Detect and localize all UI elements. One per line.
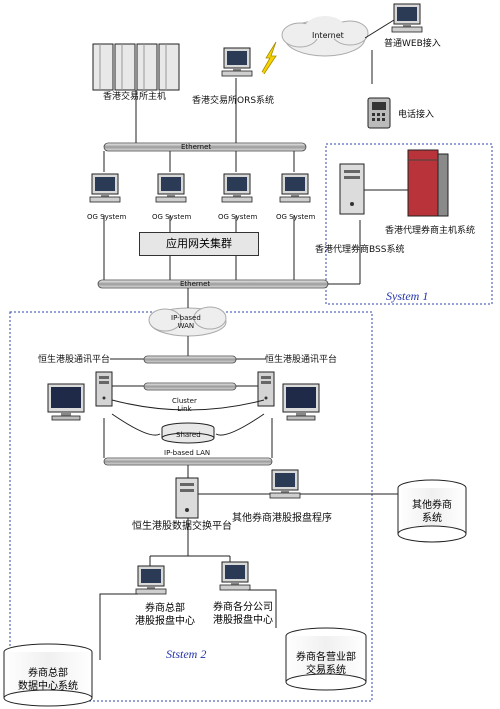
- shared-storage-icon: [161, 422, 215, 444]
- system2-label: Ststem 2: [166, 647, 207, 661]
- ethernet-top-label: Ethernet: [181, 143, 212, 151]
- lan-bar: [103, 457, 273, 466]
- internet-label: Internet: [312, 31, 344, 40]
- lan-label: IP-based LAN: [164, 449, 211, 457]
- sales-system-icon: [285, 627, 367, 691]
- og-system-4-icon: [279, 173, 311, 203]
- cluster-bar-mid: [143, 382, 237, 391]
- wan-label: IP-based WAN: [171, 314, 201, 330]
- broker-host-label: 香港代理券商主机系统: [385, 226, 476, 236]
- exchange-platform-server-icon: [175, 477, 199, 519]
- web-client-icon: [391, 3, 423, 33]
- og-system-2-icon: [155, 173, 187, 203]
- og-system-1-icon: [89, 173, 121, 203]
- lightning-icon: [261, 41, 277, 75]
- cluster-link-label: Cluster Link: [172, 397, 197, 414]
- other-broker-system-icon: [397, 479, 467, 543]
- broker-host-icon: [407, 149, 449, 217]
- other-program-label: 其他券商港股报盘程序: [232, 513, 332, 524]
- hang-seng-left-server-icon: [95, 371, 113, 407]
- other-broker-program-icon: [269, 469, 301, 499]
- hk-exchange-host-label: 香港交易所主机: [103, 92, 167, 102]
- mainframe-icon: [92, 43, 180, 91]
- og-system-3-icon: [221, 173, 253, 203]
- data-center-system-icon: [3, 643, 93, 707]
- system1-label: System 1: [386, 289, 429, 303]
- system1-boundary: [325, 143, 493, 305]
- ethernet-bar-top: [103, 142, 307, 152]
- data-center-label: 券商总部 数据中心系统: [18, 668, 78, 692]
- exchange-platform-label: 恒生港股数据交换平台: [132, 521, 232, 532]
- og-system-1-label: OG System: [87, 213, 127, 221]
- ors-label: 香港交易所ORS系统: [192, 96, 275, 106]
- hq-center-label: 券商总部 港股报盘中心: [135, 603, 195, 627]
- shared-label: Shared: [176, 431, 201, 439]
- hang-seng-right-label: 恒生港股通讯平台: [265, 355, 338, 365]
- branch-center-label: 券商各分公司 港股报盘中心: [213, 602, 273, 626]
- hang-seng-left-label: 恒生港股通讯平台: [38, 355, 111, 365]
- branch-report-center-icon: [219, 561, 251, 591]
- cluster-bar-top: [143, 355, 237, 364]
- bss-server-icon: [339, 163, 365, 215]
- other-system-label: 其他券商 系统: [412, 500, 452, 524]
- og-system-2-label: OG System: [152, 213, 192, 221]
- ethernet-bar-bottom: [97, 279, 329, 289]
- phone-access-label: 电话接入: [398, 110, 435, 120]
- hang-seng-left-monitor-icon: [47, 383, 85, 421]
- bss-label: 香港代理券商BSS系统: [315, 245, 405, 255]
- ors-terminal-icon: [221, 47, 253, 77]
- hq-report-center-icon: [135, 565, 167, 595]
- sales-system-label: 券商各营业部 交易系统: [296, 652, 356, 676]
- hang-seng-right-monitor-icon: [282, 383, 320, 421]
- ethernet-bottom-label: Ethernet: [180, 280, 211, 288]
- gateway-cluster-box: 应用网关集群: [139, 232, 259, 256]
- phone-icon: [367, 97, 391, 129]
- internet-cloud-icon: [281, 16, 369, 57]
- wan-cloud-icon: [148, 306, 227, 337]
- og-system-4-label: OG System: [276, 213, 316, 221]
- og-system-3-label: OG System: [218, 213, 258, 221]
- web-access-label: 普通WEB接入: [384, 39, 441, 49]
